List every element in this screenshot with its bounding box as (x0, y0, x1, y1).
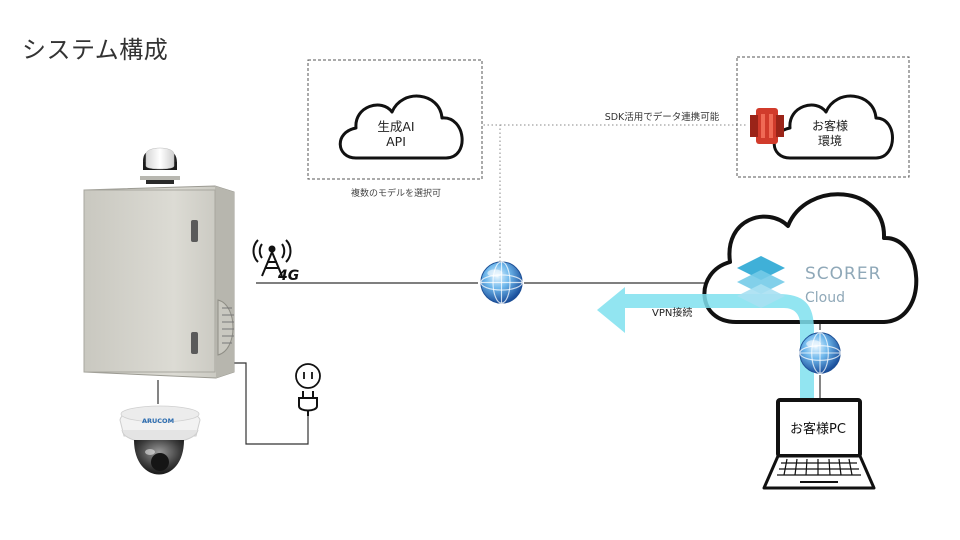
customer-env-line1: お客様 (812, 118, 848, 133)
signal-lamp (145, 147, 175, 170)
cellular-4g-icon: 4G (252, 239, 299, 284)
ai-api-line2: API (386, 134, 406, 149)
dotted-link-internet-to-ai (482, 124, 501, 262)
scorer-cloud-group: SCORER Cloud VPN接続 (597, 192, 919, 398)
dome-camera: ARUCOM (119, 380, 201, 475)
ai-api-caption: 複数のモデルを選択可 (351, 187, 441, 199)
customer-pc-label: お客様PC (790, 421, 846, 437)
edge-device-cabinet (83, 147, 235, 379)
ai-api-cloud-shape (338, 94, 464, 160)
power-outlet-icon (295, 363, 321, 389)
vpn-arrow (597, 287, 814, 398)
cellular-badge: 4G (277, 268, 299, 284)
customer-env-group: お客様 環境 SDK活用でデータ連携可能 (605, 56, 910, 178)
ai-api-line1: 生成AI (377, 119, 414, 134)
customer-globe-icon (799, 332, 841, 374)
ai-api-group: 生成AI API 複数のモデルを選択可 (307, 59, 483, 199)
aws-s3-icon (750, 108, 784, 144)
ai-api-dashed-box (307, 59, 483, 180)
keyboard-grid (777, 458, 861, 476)
customer-env-line2: 環境 (818, 133, 842, 148)
scorer-logo-icon (737, 256, 785, 308)
scorer-sub: Cloud (805, 290, 845, 306)
customer-env-dashed-box (736, 56, 910, 178)
power-plug-icon (298, 391, 318, 416)
camera-brand: ARUCOM (142, 417, 174, 425)
internet-globe-icon (480, 261, 523, 304)
vpn-label: VPN接続 (652, 306, 692, 319)
scorer-name: SCORER (805, 264, 881, 284)
sdk-link-label: SDK活用でデータ連携可能 (605, 111, 720, 123)
customer-pc-laptop: お客様PC (762, 398, 876, 490)
page-title: システム構成 (22, 36, 169, 64)
power-cable (222, 362, 309, 445)
vent-grill (217, 299, 234, 356)
